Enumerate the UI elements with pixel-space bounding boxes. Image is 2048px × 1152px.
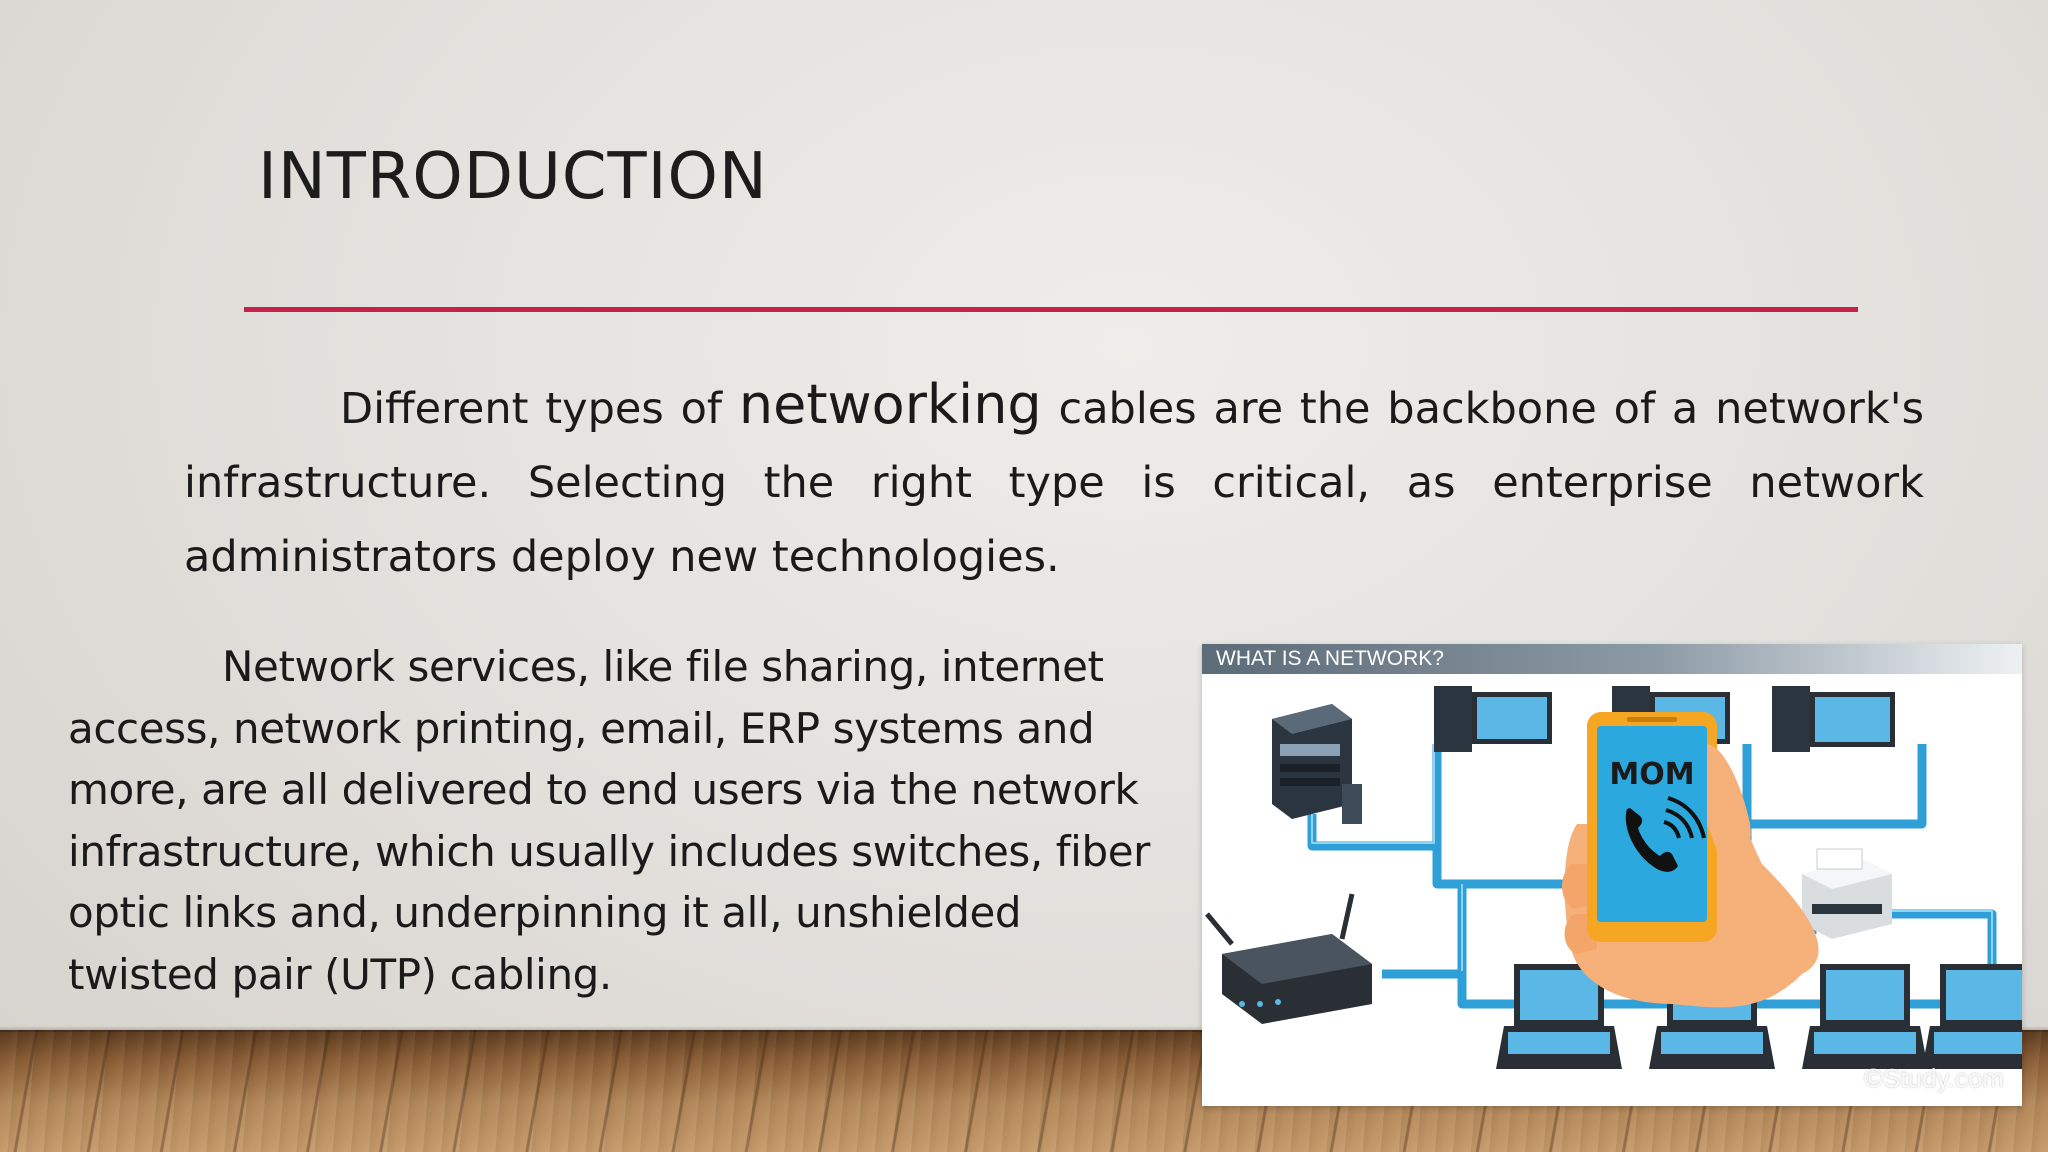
- thumb-icon: [1707, 744, 1751, 864]
- printer-icon: [1802, 848, 1892, 939]
- figure-watermark: ©Study.com: [1863, 1063, 2004, 1093]
- services-paragraph: Network services, like file sharing, int…: [68, 642, 1151, 999]
- figure-header-bar: WHAT IS A NETWORK?: [1202, 644, 2022, 674]
- intro-text-before: Different types of: [340, 384, 739, 434]
- desktop-computer-icon: [1434, 686, 1552, 752]
- phone-label: MOM: [1609, 757, 1694, 792]
- floor-shadow: [0, 1026, 2048, 1032]
- intro-paragraph: Different types of networking cables are…: [184, 368, 1924, 594]
- figure-caption: WHAT IS A NETWORK?: [1216, 647, 1444, 670]
- intro-emphasis: networking: [738, 373, 1042, 436]
- laptop-icon: [1496, 964, 1622, 1069]
- phone-call-icon: [1625, 796, 1706, 872]
- smartphone-icon: MOM: [1587, 712, 1717, 942]
- network-illustration: WHAT IS A NETWORK?: [1202, 644, 2022, 1106]
- router-icon: [1205, 893, 1372, 1024]
- laptop-icon: [1802, 964, 1928, 1069]
- title-underline: [244, 307, 1858, 312]
- laptop-icon: [1922, 964, 2022, 1069]
- desktop-computer-icon: [1772, 686, 1895, 752]
- slide-title: INTRODUCTION: [258, 140, 768, 214]
- network-diagram: MOM: [1205, 686, 2022, 1069]
- server-tower-icon: [1272, 704, 1362, 824]
- intro-text-after: cables are the backbone of a network's i…: [184, 384, 1924, 582]
